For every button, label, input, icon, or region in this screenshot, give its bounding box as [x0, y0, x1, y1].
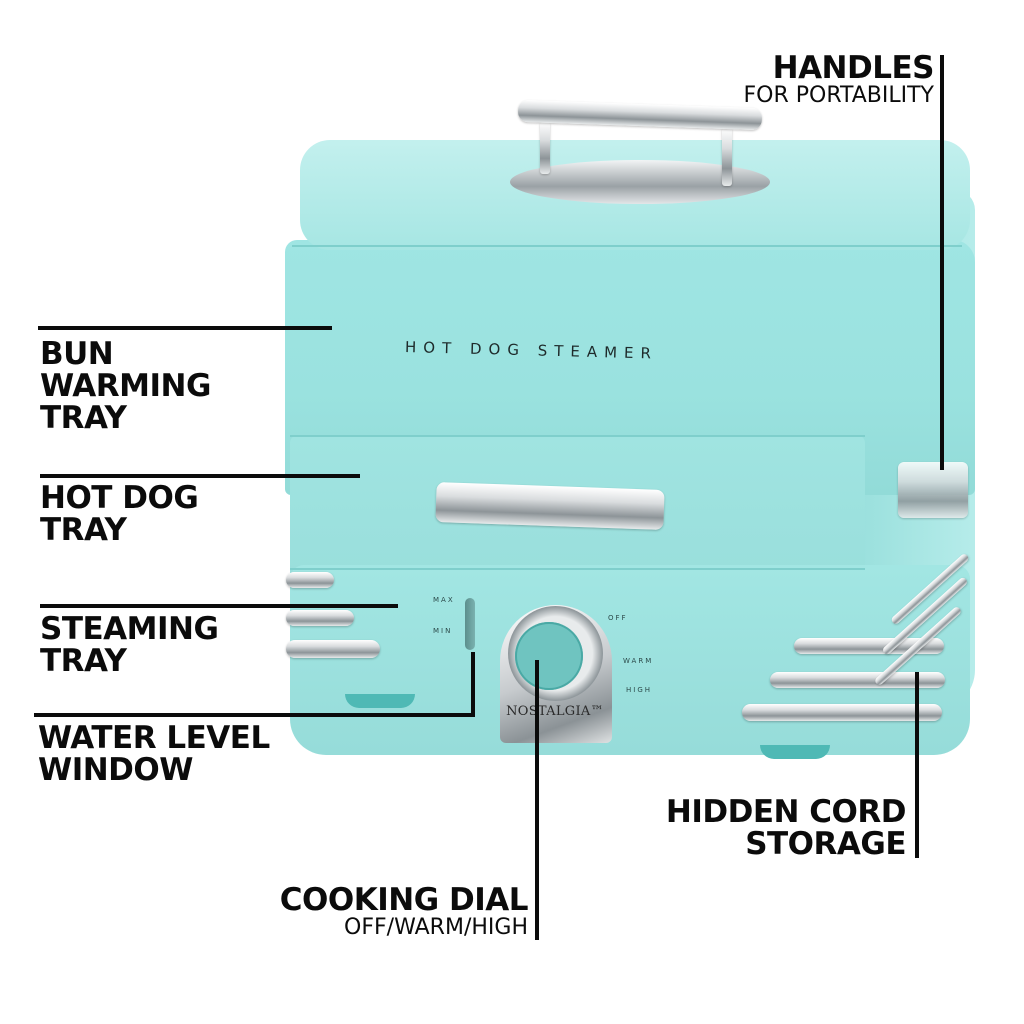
callout-line: HOT DOG [40, 480, 199, 516]
callout-handles: HANDLES FOR PORTABILITY [743, 52, 934, 108]
trim-right-3 [742, 704, 942, 721]
callout-line: HIDDEN CORD [665, 794, 907, 830]
trim-right-2 [770, 672, 945, 688]
hot-dog-tray-handle [435, 482, 665, 530]
brand-logo: NOSTALGIA™ [506, 704, 604, 719]
water-max-label: MAX [433, 596, 455, 604]
callout-water-level-window: WATER LEVEL WINDOW [38, 722, 270, 786]
trim-left-1 [286, 572, 334, 588]
side-handle [898, 462, 968, 518]
callout-subtitle: FOR PORTABILITY [743, 83, 934, 108]
callout-line: TRAY [40, 512, 127, 548]
base-seam [290, 568, 865, 570]
bun-tray-leader-line [38, 326, 332, 330]
water-level-window [465, 598, 475, 650]
water-window-leader-h [34, 713, 475, 717]
foot-left [345, 694, 415, 708]
callout-subtitle: OFF/WARM/HIGH [344, 915, 528, 940]
trim-left-2 [286, 610, 354, 626]
callout-line: BUN [40, 336, 114, 372]
water-window-leader-v [471, 652, 475, 717]
callout-cooking-dial: COOKING DIAL OFF/WARM/HIGH [279, 882, 529, 940]
top-handle-post-left [540, 122, 550, 174]
lid-seam [292, 245, 962, 247]
callout-line: STORAGE [745, 826, 906, 862]
callout-line: TRAY [40, 643, 127, 679]
callout-hot-dog-tray: HOT DOG TRAY [40, 480, 199, 548]
tray-seam [290, 435, 865, 437]
callout-steaming-tray: STEAMING TRAY [40, 611, 219, 679]
callout-title: COOKING DIAL [279, 882, 529, 918]
dial-high-label: HIGH [626, 686, 653, 694]
foot-right [760, 745, 830, 759]
hot-dog-tray-leader-line [40, 474, 360, 478]
callout-hidden-cord-storage: HIDDEN CORD STORAGE [665, 794, 907, 862]
trim-left-3 [286, 640, 380, 658]
dial-warm-label: WARM [623, 657, 654, 665]
dial-off-label: OFF [608, 614, 628, 622]
handles-leader-line [940, 55, 944, 470]
callout-line: WINDOW [38, 752, 193, 788]
callout-line: WARMING [40, 368, 211, 404]
callout-line: STEAMING [40, 611, 219, 647]
cooking-dial-knob[interactable] [515, 622, 583, 690]
callout-line: WATER LEVEL [38, 720, 270, 756]
water-min-label: MIN [433, 627, 453, 635]
callout-title: HANDLES [772, 50, 935, 86]
top-handle-post-right [722, 128, 732, 186]
callout-bun-warming-tray: BUN WARMING TRAY [40, 338, 211, 434]
cooking-dial-leader-line [535, 660, 539, 940]
callout-line: TRAY [40, 400, 127, 436]
cord-storage-leader-line [915, 672, 919, 858]
steaming-tray-leader-line [40, 604, 398, 608]
top-handle-bar [517, 99, 763, 131]
steaming-tray-base [290, 565, 970, 755]
